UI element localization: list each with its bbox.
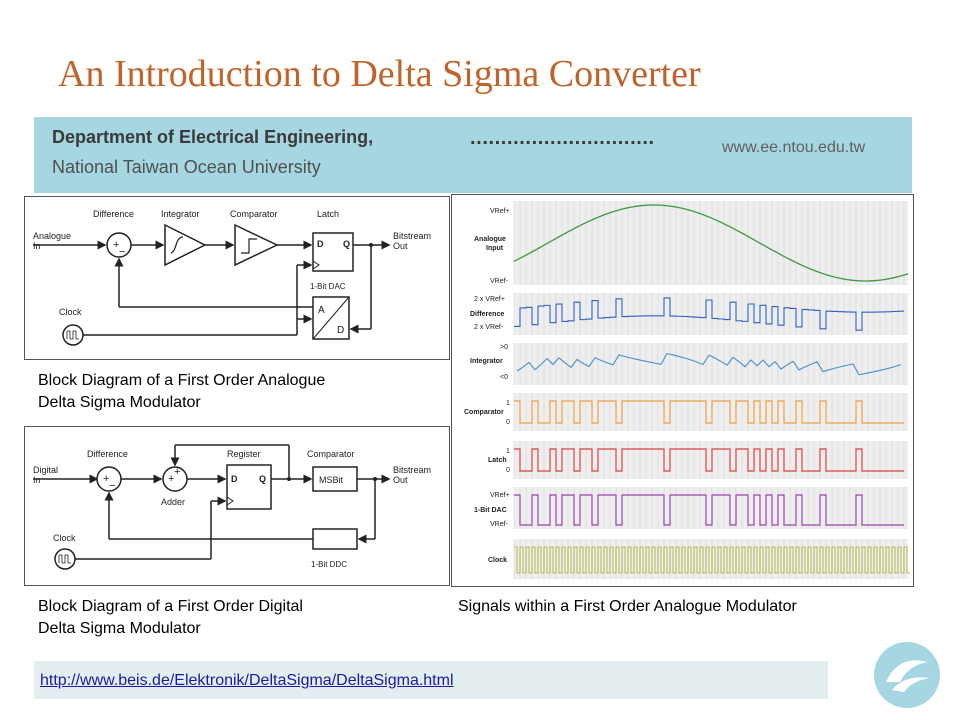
analog-label-difference: Difference xyxy=(93,209,134,219)
digital-caption-line1: Block Diagram of a First Order Digital xyxy=(38,598,303,615)
svg-text:−: − xyxy=(109,480,115,492)
sig-label-analogue-input-1: Analogue xyxy=(474,236,506,243)
dac-a-label: A xyxy=(318,305,325,316)
slide-title: An Introduction to Delta Sigma Converter xyxy=(58,53,701,95)
sig-label-clock: Clock xyxy=(488,557,507,564)
svg-text:−: − xyxy=(119,246,125,258)
analog-label-input-2: In xyxy=(33,241,41,251)
svg-text:+: + xyxy=(174,466,180,478)
signals-plot: VRef+ Analogue Input VRef- 2 x VRef+ Dif… xyxy=(464,201,910,579)
sig-label-dac-vref-plus: VRef+ xyxy=(490,492,510,499)
sig-label-comparator: Comparator xyxy=(464,409,504,416)
sig-label-difference: Difference xyxy=(470,311,504,318)
sig-label-dac-vref-minus: VRef- xyxy=(490,521,509,528)
sig-label-integrator: Integrator xyxy=(470,358,503,365)
difference-panel xyxy=(514,293,908,335)
register-d-pin: D xyxy=(231,474,238,484)
latch-panel xyxy=(514,441,908,479)
msbit-label: MSBit xyxy=(319,475,344,485)
sig-label-latch-1: 1 xyxy=(506,448,510,455)
website-text: www.ee.ntou.edu.tw xyxy=(722,139,866,156)
digital-label-input-1: Digital xyxy=(33,465,58,475)
header-banner xyxy=(34,117,912,193)
sig-label-latch: Latch xyxy=(488,457,507,464)
analogue-input-trace xyxy=(513,204,909,282)
digital-caption-line2: Delta Sigma Modulator xyxy=(38,620,201,637)
comparator-block xyxy=(234,223,279,267)
svg-text:+: + xyxy=(103,473,109,485)
sig-label-vref-minus: VRef- xyxy=(490,278,509,285)
analog-label-clock: Clock xyxy=(59,307,82,317)
latch-block xyxy=(312,232,354,272)
analog-label-input-1: Analogue xyxy=(33,231,71,241)
sig-label-latch-0: 0 xyxy=(506,467,510,474)
latch-q-pin: Q xyxy=(343,239,350,249)
analog-label-comparator: Comparator xyxy=(230,209,278,219)
dotted-leader: .............................. xyxy=(470,127,655,149)
source-link[interactable]: http://www.beis.de/Elektronik/DeltaSigma… xyxy=(40,672,454,689)
analog-diagram-caption: Block Diagram of a First Order Analogue … xyxy=(38,370,325,414)
signals-frame: VRef+ Analogue Input VRef- 2 x VRef+ Dif… xyxy=(451,194,914,587)
digital-label-input-2: In xyxy=(33,475,41,485)
sig-label-lt0: <0 xyxy=(500,374,508,381)
sig-label-2vref-plus: 2 x VRef+ xyxy=(474,296,505,303)
analog-block-diagram: Difference Integrator Comparator Latch A… xyxy=(33,209,431,346)
digital-label-register: Register xyxy=(227,449,261,459)
dac-trace xyxy=(514,494,904,526)
digital-block-diagram: Difference Register Comparator Digital I… xyxy=(33,444,431,570)
sig-label-2vref-minus: 2 x VRef- xyxy=(474,324,504,331)
msbit-block xyxy=(312,466,358,492)
register-block xyxy=(226,464,272,510)
digital-label-difference: Difference xyxy=(87,449,128,459)
digital-label-ddc: 1-Bit DDC xyxy=(311,560,347,569)
digital-diagram-caption: Block Diagram of a First Order Digital D… xyxy=(38,596,303,640)
svg-text:+: + xyxy=(168,473,174,485)
latch-trace xyxy=(514,448,904,472)
difference-trace xyxy=(514,297,904,331)
integrator-trace xyxy=(516,352,902,376)
analogue-input-panel xyxy=(514,201,908,285)
department-name: Department of Electrical Engineering, xyxy=(52,127,374,147)
analog-caption-line1: Block Diagram of a First Order Analogue xyxy=(38,372,326,389)
integrator-block xyxy=(164,223,207,267)
register-q-pin: Q xyxy=(259,474,266,484)
sig-label-comp-0: 0 xyxy=(506,419,510,426)
svg-text:+: + xyxy=(113,239,119,251)
digital-label-clock: Clock xyxy=(53,533,76,543)
digital-label-output-1: Bitstream xyxy=(393,465,431,475)
analog-diagram-frame: Difference Integrator Comparator Latch A… xyxy=(24,196,450,360)
sig-label-analogue-input-2: Input xyxy=(486,245,504,252)
sig-label-gt0: >0 xyxy=(500,344,508,351)
analog-label-output-2: Out xyxy=(393,241,408,251)
signals-caption: Signals within a First Order Analogue Mo… xyxy=(458,598,797,615)
latch-d-pin: D xyxy=(317,239,324,249)
digital-diagram-frame: Difference Register Comparator Digital I… xyxy=(24,426,450,586)
analog-label-integrator: Integrator xyxy=(161,209,200,219)
digital-label-output-2: Out xyxy=(393,475,408,485)
sig-label-vref-plus: VRef+ xyxy=(490,208,510,215)
integrator-panel xyxy=(514,343,908,385)
analog-label-dac: 1-Bit DAC xyxy=(310,282,346,291)
analog-label-output-1: Bitstream xyxy=(393,231,431,241)
analog-label-latch: Latch xyxy=(317,209,339,219)
university-logo xyxy=(874,642,940,708)
digital-label-comparator: Comparator xyxy=(307,449,355,459)
comparator-panel xyxy=(514,393,908,431)
university-name: National Taiwan Ocean University xyxy=(52,157,321,177)
link-bar xyxy=(34,661,828,699)
comparator-trace xyxy=(514,400,904,424)
ddc-block xyxy=(312,528,358,550)
clock-trace xyxy=(514,546,910,574)
sig-label-comp-1: 1 xyxy=(506,400,510,407)
dac-panel xyxy=(514,487,908,529)
dac-d-label: D xyxy=(337,325,344,336)
sig-label-dac: 1-Bit DAC xyxy=(474,507,507,514)
analog-caption-line2: Delta Sigma Modulator xyxy=(38,394,201,411)
digital-label-adder: Adder xyxy=(161,497,185,507)
